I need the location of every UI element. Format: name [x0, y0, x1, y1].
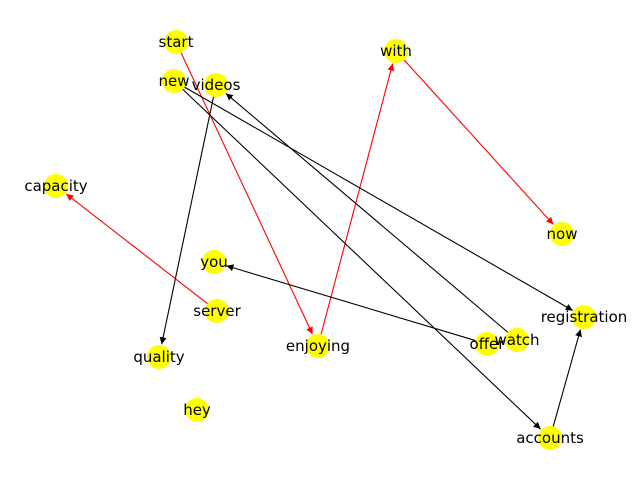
- node-circle-watch: [505, 328, 529, 352]
- node-label-registration: registration: [541, 308, 628, 326]
- edge-new-to-accounts: [182, 88, 541, 430]
- node-label-videos: videos: [192, 76, 241, 94]
- edge-videos-to-quality: [159, 96, 215, 345]
- node-circle-new: [162, 69, 186, 93]
- node-circle-capacity: [44, 174, 68, 198]
- node-circle-offer: [475, 332, 499, 356]
- edge-accounts-to-registration: [552, 329, 582, 427]
- node-label-with: with: [380, 42, 412, 60]
- node-accounts: accounts: [516, 426, 584, 450]
- node-label-quality: quality: [133, 348, 184, 366]
- node-server: server: [193, 299, 242, 323]
- node-offer: offer: [470, 332, 506, 356]
- node-label-offer: offer: [470, 335, 506, 353]
- node-now: now: [547, 222, 578, 246]
- edge-watch-to-videos: [225, 92, 509, 333]
- node-circle-enjoying: [306, 334, 330, 358]
- node-label-capacity: capacity: [24, 177, 87, 195]
- edge-enjoying-to-with: [320, 63, 395, 335]
- node-circle-start: [164, 30, 188, 54]
- node-label-hey: hey: [183, 401, 211, 419]
- node-circle-quality: [147, 345, 171, 369]
- node-circle-accounts: [538, 426, 562, 450]
- edges-layer: [65, 52, 582, 430]
- node-label-you: you: [200, 253, 228, 271]
- edge-new-to-registration: [184, 86, 574, 311]
- node-circle-you: [202, 250, 226, 274]
- node-capacity: capacity: [24, 174, 88, 198]
- node-label-watch: watch: [494, 331, 539, 349]
- node-label-accounts: accounts: [516, 429, 584, 447]
- node-label-new: new: [158, 72, 189, 90]
- node-quality: quality: [133, 345, 185, 369]
- node-label-server: server: [193, 302, 241, 320]
- node-hey: hey: [183, 398, 211, 422]
- edge-offer-to-you: [226, 264, 476, 342]
- node-circle-now: [550, 222, 574, 246]
- node-enjoying: enjoying: [286, 334, 350, 358]
- node-start: start: [159, 30, 194, 54]
- edge-start-to-enjoying: [180, 52, 313, 335]
- node-circle-hey: [185, 398, 209, 422]
- node-watch: watch: [494, 328, 540, 352]
- node-with: with: [380, 39, 412, 63]
- node-videos: videos: [192, 73, 241, 97]
- node-circle-registration: [572, 305, 596, 329]
- node-registration: registration: [541, 305, 628, 329]
- node-label-now: now: [547, 225, 578, 243]
- edge-with-to-now: [403, 59, 554, 225]
- node-circle-with: [384, 39, 408, 63]
- node-label-enjoying: enjoying: [286, 337, 350, 355]
- node-you: you: [200, 250, 228, 274]
- node-circle-server: [205, 299, 229, 323]
- edge-server-to-capacity: [65, 193, 208, 305]
- node-label-start: start: [159, 33, 194, 51]
- node-circle-videos: [204, 73, 228, 97]
- node-new: new: [158, 69, 190, 93]
